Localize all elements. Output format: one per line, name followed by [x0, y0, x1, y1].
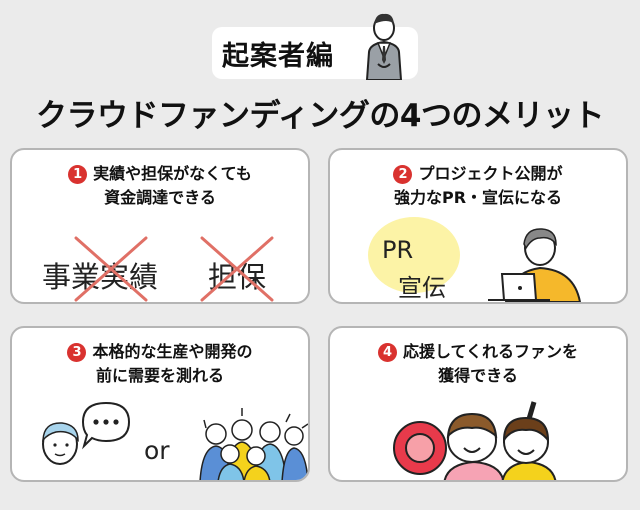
- crowd-icon: [199, 408, 308, 480]
- thinking-person-icon: [42, 422, 79, 465]
- number-badge: 4: [377, 343, 397, 362]
- word-advertising: 宣伝: [398, 274, 446, 302]
- word-or: or: [144, 436, 170, 465]
- cross-mark-icon: [74, 236, 148, 302]
- businessman-icon: [365, 13, 403, 80]
- word-pr: PR: [382, 236, 414, 264]
- number-badge: 3: [67, 343, 87, 362]
- word-collateral: 担保: [208, 260, 267, 294]
- page-title: クラウドファンディングの4つのメリット: [36, 98, 604, 134]
- cheering-fans-icon: [393, 401, 557, 480]
- highlight-circle: [368, 217, 460, 293]
- person-at-laptop-icon: [488, 228, 582, 302]
- title-badge-text: 起案者編: [222, 41, 334, 72]
- speech-bubble-icon: [81, 401, 131, 450]
- number-badge: 2: [393, 165, 413, 184]
- cross-mark-icon: [200, 236, 274, 302]
- number-badge: 1: [68, 165, 88, 184]
